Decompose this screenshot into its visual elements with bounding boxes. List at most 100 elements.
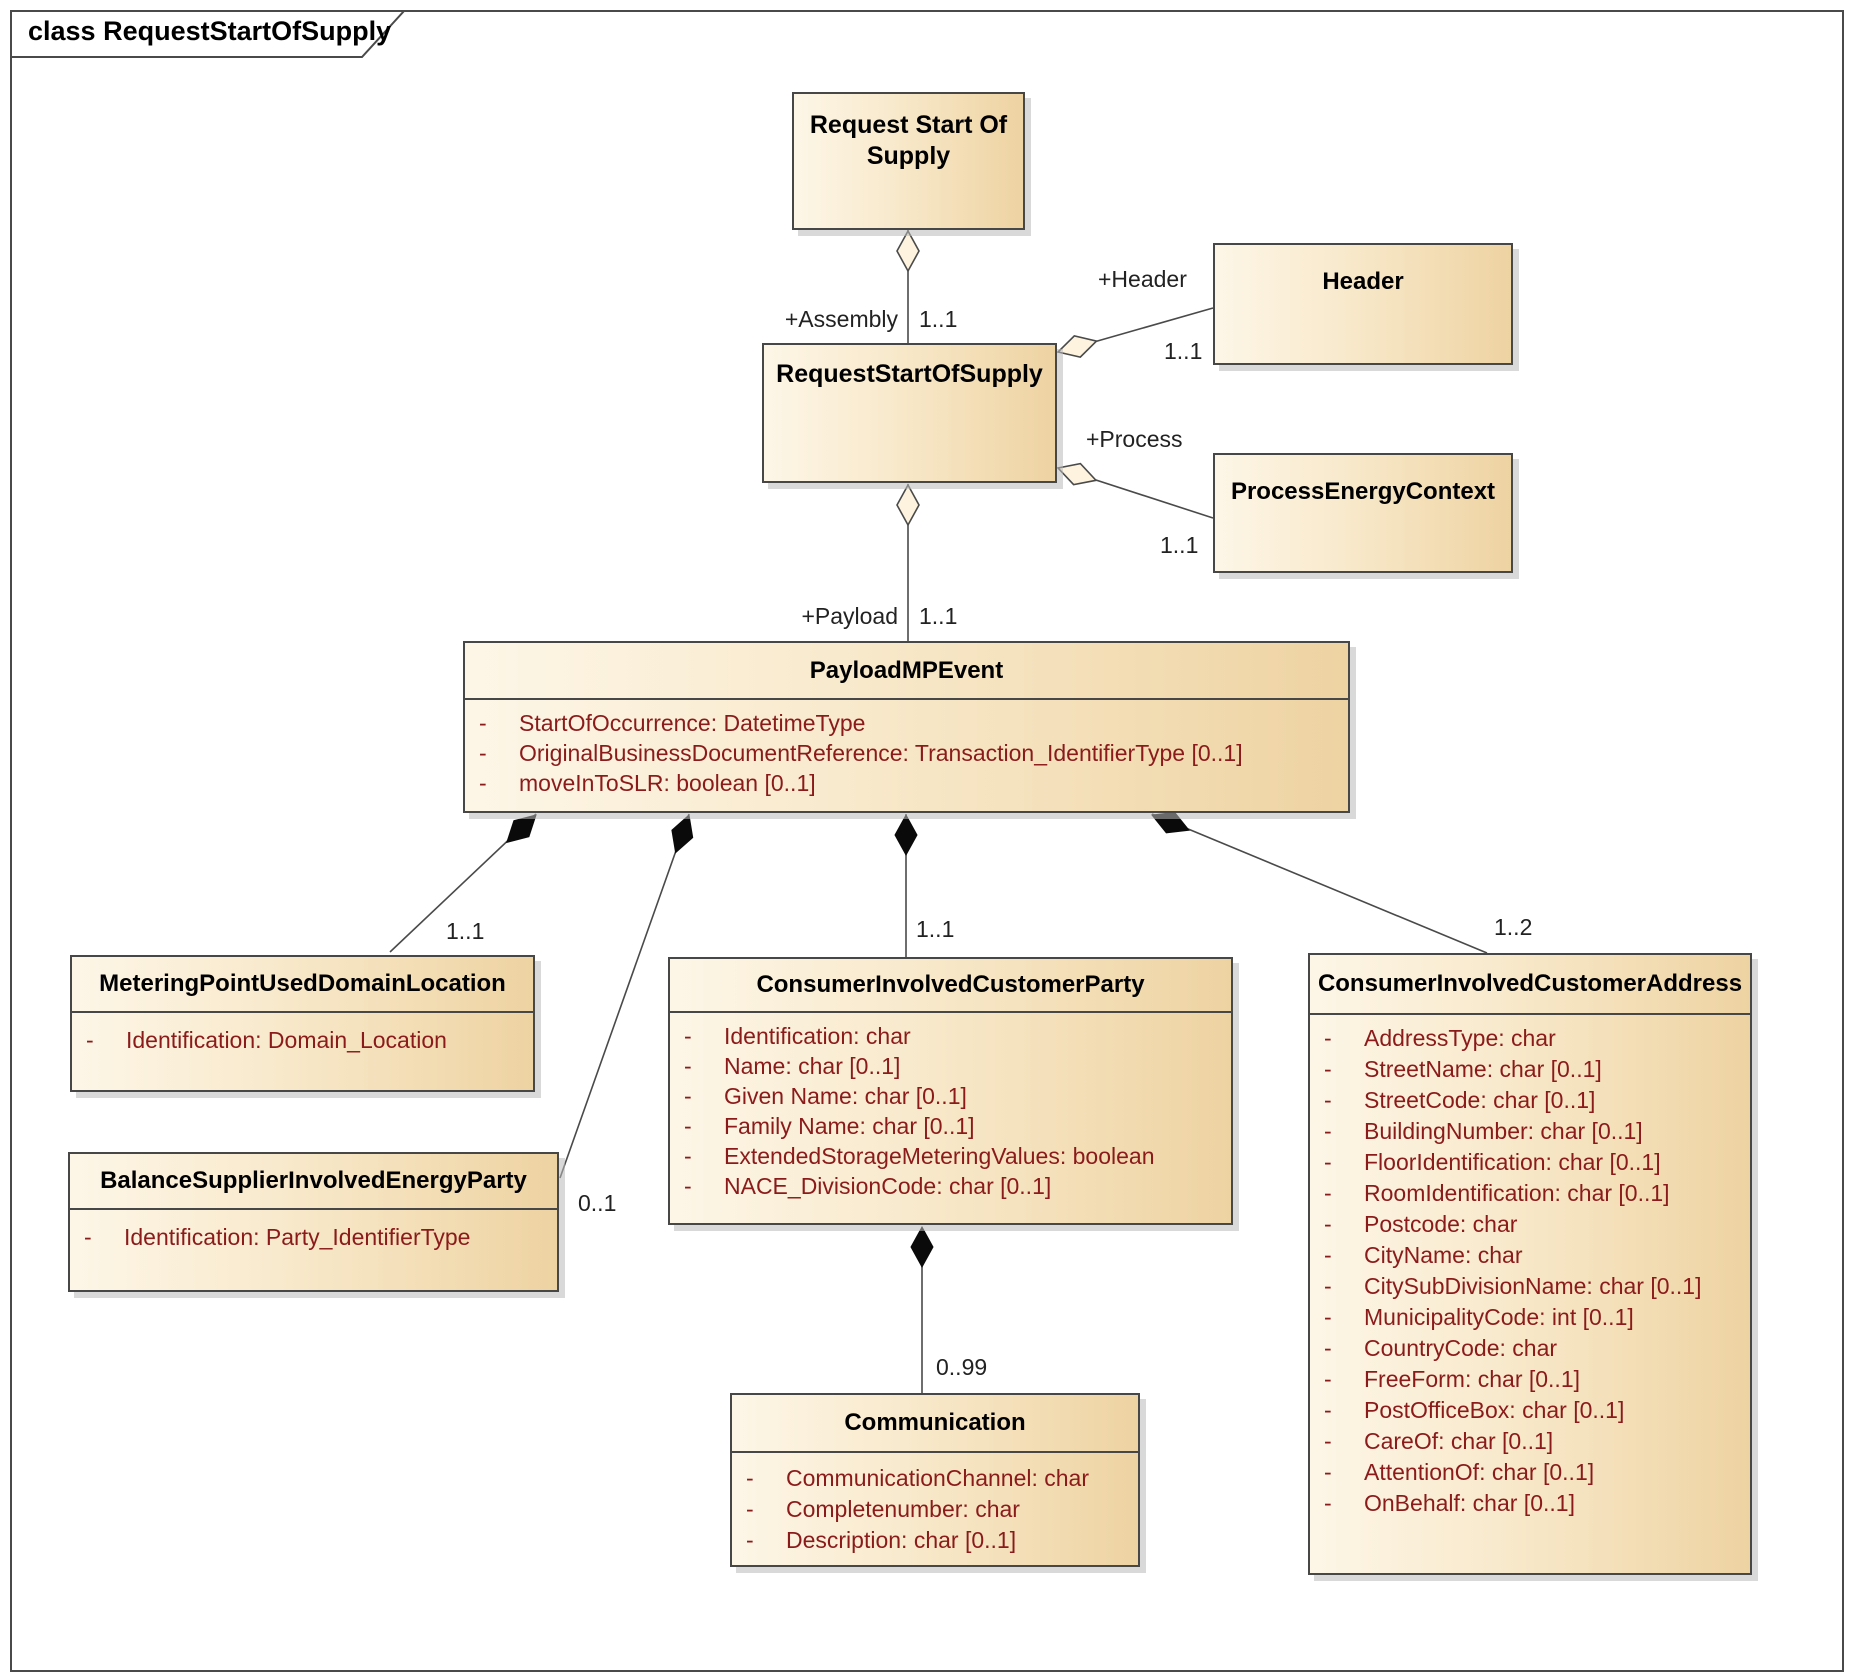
attribute-row: -StreetCode: char [0..1] xyxy=(1310,1085,1750,1116)
class-metering-point-used-domain-location: MeteringPointUsedDomainLocation - Identif… xyxy=(70,955,535,1092)
attribute-text: AttentionOf: char [0..1] xyxy=(1364,1459,1595,1485)
visibility-marker: - xyxy=(1324,1459,1332,1485)
attribute-row: - CountryCode: char xyxy=(1310,1333,1750,1364)
visibility-marker: - xyxy=(1324,1056,1332,1082)
class-consumer-involved-customer-address: ConsumerInvolvedCustomerAddress -Address… xyxy=(1308,953,1752,1575)
visibility-marker: - xyxy=(1324,1025,1332,1051)
role-label-assembly: +Assembly xyxy=(784,306,898,332)
diagram-title: class RequestStartOfSupply xyxy=(28,16,392,46)
multiplicity-label-assembly: 1..1 xyxy=(919,306,958,332)
attribute-row: - CommunicationChannel: char xyxy=(732,1463,1138,1494)
attribute-row: - Description: char [0..1] xyxy=(732,1525,1138,1556)
attribute-row: - AttentionOf: char [0..1] xyxy=(1310,1457,1750,1488)
attribute-row: - Identification: Party_IdentifierType xyxy=(70,1222,557,1252)
attribute-row: - Completenumber: char xyxy=(732,1494,1138,1525)
multiplicity-label-header: 1..1 xyxy=(1164,338,1203,364)
attribute-text: Family Name: char [0..1] xyxy=(724,1113,975,1139)
visibility-marker: - xyxy=(1324,1242,1332,1268)
visibility-marker: - xyxy=(684,1083,692,1109)
attributes-compartment: -AddressType: char -StreetName: char [0.… xyxy=(1310,1015,1750,1519)
attribute-text: Name: char [0..1] xyxy=(724,1053,901,1079)
attribute-text: Completenumber: char xyxy=(786,1496,1020,1522)
attribute-row: -RoomIdentification: char [0..1] xyxy=(1310,1178,1750,1209)
attribute-text: RoomIdentification: char [0..1] xyxy=(1364,1180,1670,1206)
connector-balance-line xyxy=(559,813,690,1179)
attribute-row: -BuildingNumber: char [0..1] xyxy=(1310,1116,1750,1147)
class-consumer-involved-customer-party: ConsumerInvolvedCustomerParty -Identific… xyxy=(668,957,1233,1225)
attribute-row: -StreetName: char [0..1] xyxy=(1310,1054,1750,1085)
attributes-compartment: - Identification: Party_IdentifierType xyxy=(70,1210,557,1252)
visibility-marker: - xyxy=(479,710,487,736)
composition-diamond-icon xyxy=(894,813,918,857)
class-title: BalanceSupplierInvolvedEnergyParty xyxy=(70,1154,557,1210)
attribute-row: - NACE_DivisionCode: char [0..1] xyxy=(670,1171,1231,1201)
visibility-marker: - xyxy=(746,1527,754,1553)
class-communication: Communication - CommunicationChannel: cha… xyxy=(730,1393,1140,1567)
multiplicity-label-consumer-party: 1..1 xyxy=(916,916,955,942)
attribute-text: FreeForm: char [0..1] xyxy=(1364,1366,1581,1392)
visibility-marker: - xyxy=(1324,1428,1332,1454)
attribute-row: -FloorIdentification: char [0..1] xyxy=(1310,1147,1750,1178)
visibility-marker: - xyxy=(1324,1397,1332,1423)
aggregation-diamond-icon xyxy=(896,483,920,527)
attribute-text: CityName: char xyxy=(1364,1242,1523,1268)
visibility-marker: - xyxy=(746,1496,754,1522)
attribute-text: Given Name: char [0..1] xyxy=(724,1083,967,1109)
visibility-marker: - xyxy=(84,1224,92,1250)
class-balance-supplier-involved-energy-party: BalanceSupplierInvolvedEnergyParty - Iden… xyxy=(68,1152,559,1292)
attribute-row: - CityName: char xyxy=(1310,1240,1750,1271)
attribute-text: moveInToSLR: boolean [0..1] xyxy=(519,770,816,796)
attribute-text: ExtendedStorageMeteringValues: boolean xyxy=(724,1143,1155,1169)
class-title: ConsumerInvolvedCustomerParty xyxy=(670,959,1231,1013)
class-title: MeteringPointUsedDomainLocation xyxy=(72,957,533,1013)
attribute-text: Postcode: char xyxy=(1364,1211,1518,1237)
attribute-row: - Given Name: char [0..1] xyxy=(670,1081,1231,1111)
attribute-text: FloorIdentification: char [0..1] xyxy=(1364,1149,1661,1175)
attribute-text: Identification: char xyxy=(724,1023,911,1049)
visibility-marker: - xyxy=(1324,1273,1332,1299)
multiplicity-label-metering-point: 1..1 xyxy=(446,918,485,944)
attribute-row: -Family Name: char [0..1] xyxy=(670,1111,1231,1141)
attribute-text: CitySubDivisionName: char [0..1] xyxy=(1364,1273,1702,1299)
diagram-title-tab xyxy=(10,10,407,58)
aggregation-diamond-icon xyxy=(1056,335,1099,358)
visibility-marker: - xyxy=(86,1027,94,1053)
multiplicity-label-balance-supplier: 0..1 xyxy=(578,1190,617,1216)
visibility-marker: - xyxy=(479,740,487,766)
attribute-text: NACE_DivisionCode: char [0..1] xyxy=(724,1173,1052,1199)
attribute-row: -Identification: char xyxy=(670,1021,1231,1051)
visibility-marker: - xyxy=(1324,1490,1332,1516)
class-process-energy-context: ProcessEnergyContext xyxy=(1213,453,1513,573)
composition-diamond-icon xyxy=(671,814,694,854)
visibility-marker: - xyxy=(684,1143,692,1169)
visibility-marker: - xyxy=(746,1465,754,1491)
attribute-row: -moveInToSLR: boolean [0..1] xyxy=(465,768,1348,798)
composition-diamond-icon xyxy=(1151,811,1190,834)
class-title: Communication xyxy=(732,1395,1138,1453)
attribute-text: CountryCode: char xyxy=(1364,1335,1558,1361)
attribute-text: MunicipalityCode: int [0..1] xyxy=(1364,1304,1634,1330)
multiplicity-label-communication: 0..99 xyxy=(936,1354,988,1380)
visibility-marker: - xyxy=(1324,1366,1332,1392)
role-label-process: +Process xyxy=(1086,426,1183,452)
visibility-marker: - xyxy=(1324,1087,1332,1113)
attribute-text: PostOfficeBox: char [0..1] xyxy=(1364,1397,1625,1423)
aggregation-diamond-icon xyxy=(896,229,920,273)
role-label-header: +Header xyxy=(1098,266,1187,292)
attribute-text: Description: char [0..1] xyxy=(786,1527,1017,1553)
attribute-text: Identification: Domain_Location xyxy=(126,1027,447,1053)
connector-address-line xyxy=(1151,813,1488,954)
attribute-row: -MunicipalityCode: int [0..1] xyxy=(1310,1302,1750,1333)
attributes-compartment: - Identification: Domain_Location xyxy=(72,1013,533,1055)
attribute-text: Identification: Party_IdentifierType xyxy=(124,1224,471,1250)
class-payload-mp-event: PayloadMPEvent -StartOfOccurrence: Datet… xyxy=(463,641,1350,813)
multiplicity-label-process: 1..1 xyxy=(1160,532,1199,558)
multiplicity-label-consumer-address: 1..2 xyxy=(1494,914,1533,940)
visibility-marker: - xyxy=(684,1173,692,1199)
attribute-text: CommunicationChannel: char xyxy=(786,1465,1089,1491)
class-title: PayloadMPEvent xyxy=(465,643,1348,700)
attribute-row: -Postcode: char xyxy=(1310,1209,1750,1240)
attribute-row: -OriginalBusinessDocumentReference: Tran… xyxy=(465,738,1348,768)
visibility-marker: - xyxy=(1324,1335,1332,1361)
composition-diamond-icon xyxy=(506,814,537,844)
